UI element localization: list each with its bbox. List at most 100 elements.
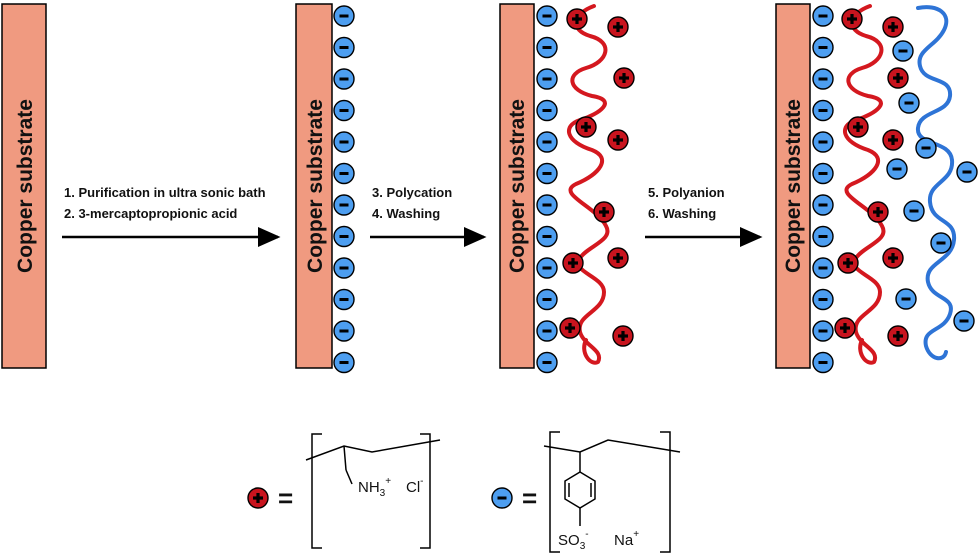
- negative-charge: [333, 99, 355, 122]
- positive-charge: [607, 247, 629, 269]
- pss-sulfonate-label: SO3-: [558, 529, 589, 552]
- positive-charge: [841, 8, 863, 30]
- positive-charge: [612, 325, 634, 347]
- pah-counterion-label: Cl-: [406, 476, 424, 496]
- negative-charge: [812, 36, 834, 59]
- negative-charge: [903, 200, 925, 222]
- substrate-label-4: Copper substrate: [782, 99, 805, 273]
- negative-charge: [536, 225, 558, 248]
- positive-charge: [607, 129, 629, 151]
- negative-charge: [812, 225, 834, 248]
- positive-charge: [882, 247, 904, 269]
- negative-charge-column-3: [536, 5, 558, 374]
- stage-1: Copper substrate: [1, 3, 47, 369]
- positive-charge: [566, 8, 588, 30]
- positive-charge: [613, 67, 635, 89]
- stage-3: Copper substrate: [499, 3, 635, 374]
- positive-charge: [847, 116, 869, 138]
- copper-substrate-3: [499, 3, 535, 369]
- step-3-line-2: 6. Washing: [648, 206, 716, 221]
- negative-charge: [812, 351, 834, 374]
- negative-charge: [812, 99, 834, 122]
- step-3-line-1: 5. Polyanion: [648, 185, 725, 200]
- negative-charge: [915, 137, 937, 159]
- positive-charge: [882, 129, 904, 151]
- negative-charge: [333, 5, 355, 27]
- negative-charge: [536, 162, 558, 185]
- negative-charge: [333, 162, 355, 185]
- negative-charge: [333, 320, 355, 342]
- negative-charge: [892, 40, 914, 62]
- negative-charge-column-2: [333, 5, 355, 374]
- negative-charge: [812, 131, 834, 153]
- negative-charge: [536, 131, 558, 153]
- step-1-line-1: 1. Purification in ultra sonic bath: [64, 185, 266, 200]
- negative-charge: [536, 320, 558, 342]
- step-2-line-2: 4. Washing: [372, 206, 440, 221]
- substrate-label-3: Copper substrate: [506, 99, 529, 273]
- negative-charge: [333, 68, 355, 90]
- negative-charge: [333, 351, 355, 374]
- polyanion-chain-4: [916, 5, 957, 361]
- negative-charge: [333, 257, 355, 279]
- positive-charge: [559, 317, 581, 339]
- process-step-2: 3. Polycation 4. Washing: [370, 185, 487, 247]
- positive-charge: [607, 16, 629, 38]
- step-1-line-2: 2. 3-mercaptopropionic acid: [64, 206, 237, 221]
- positive-charge: [882, 16, 904, 38]
- negative-charge: [536, 257, 558, 279]
- pah-amine-label: NH3+: [358, 476, 391, 499]
- negative-charge: [812, 288, 834, 311]
- negative-charge: [812, 257, 834, 279]
- copper-substrate-1: [1, 3, 47, 369]
- copper-substrate-4: [775, 3, 811, 369]
- negative-charge: [333, 194, 355, 216]
- negative-charge: [895, 288, 917, 310]
- negative-charge: [812, 162, 834, 185]
- negative-charge: [812, 194, 834, 216]
- negative-charge: [536, 351, 558, 374]
- negative-charge: [333, 288, 355, 311]
- polycation-chain-4: [843, 4, 886, 365]
- negative-charge: [956, 161, 978, 183]
- negative-charge: [536, 194, 558, 216]
- negative-charge: [812, 320, 834, 342]
- pss-structure: [543, 431, 681, 553]
- copper-substrate-2: [295, 3, 333, 369]
- negative-charge: [333, 225, 355, 248]
- negative-charge: [930, 232, 952, 254]
- negative-charge: [536, 288, 558, 311]
- positive-charge: [593, 201, 615, 223]
- negative-charge: [886, 158, 908, 180]
- negative-charge: [812, 5, 834, 27]
- positive-charge: [887, 67, 909, 89]
- equals-sign-1: =: [278, 483, 293, 513]
- step-2-line-1: 3. Polycation: [372, 185, 452, 200]
- positive-charge: [867, 201, 889, 223]
- negative-charge-column-4: [812, 5, 834, 374]
- pss-counterion-label: Na+: [614, 529, 639, 549]
- positive-charge: [887, 325, 909, 347]
- negative-charge: [536, 5, 558, 27]
- positive-charge-group-3: [559, 8, 635, 347]
- polycation-chain-3: [567, 4, 610, 365]
- substrate-label-2: Copper substrate: [304, 99, 327, 273]
- negative-charge: [536, 68, 558, 90]
- negative-charge: [953, 310, 975, 332]
- negative-charge: [536, 99, 558, 122]
- substrate-label-1: Copper substrate: [14, 99, 37, 273]
- negative-charge: [812, 68, 834, 90]
- process-step-3: 5. Polyanion 6. Washing: [645, 185, 763, 247]
- positive-charge-icon: [247, 487, 269, 509]
- legend-polyanion: = SO3- Na+: [491, 431, 681, 553]
- positive-charge: [562, 252, 584, 274]
- process-step-1: 1. Purification in ultra sonic bath 2. 3…: [62, 185, 281, 247]
- pah-structure: [305, 433, 441, 549]
- negative-charge: [898, 92, 920, 114]
- negative-charge-icon: [491, 487, 513, 509]
- negative-charge: [536, 36, 558, 59]
- equals-sign-2: =: [522, 483, 537, 513]
- positive-charge: [834, 317, 856, 339]
- negative-charge: [333, 131, 355, 153]
